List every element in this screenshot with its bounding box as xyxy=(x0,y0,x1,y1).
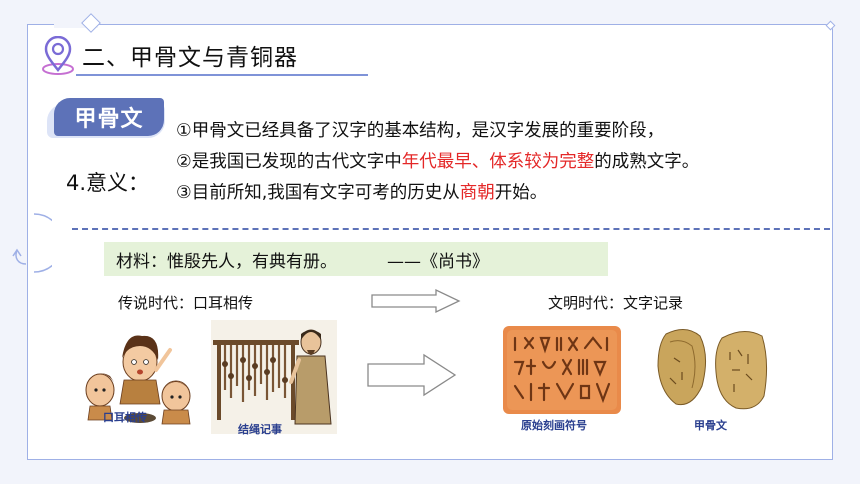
topic-badge: 甲骨文 xyxy=(54,98,164,136)
point-2-highlight: 年代最早、体系较为完整 xyxy=(401,152,595,172)
legend-era-label: 传说时代：口耳相传 xyxy=(118,294,254,312)
arrow-right-large-icon xyxy=(367,353,457,397)
caption-oral: 口耳相传 xyxy=(103,411,147,424)
point-2: ②是我国已发现的古代文字中年代最早、体系较为完整的成熟文字。 xyxy=(176,148,699,173)
civilized-era-label: 文明时代：文字记录 xyxy=(548,294,684,312)
material-text: 材料：惟殷先人，有典有册。 xyxy=(116,251,337,272)
material-source: ——《尚书》 xyxy=(387,251,489,272)
primitive-symbols-illustration xyxy=(503,326,621,414)
caption-symbols: 原始刻画符号 xyxy=(521,419,587,432)
point-2-text: ②是我国已发现的古代文字中 xyxy=(176,152,402,172)
frame-gap xyxy=(54,20,98,28)
point-3-highlight: 商朝 xyxy=(459,183,495,203)
caption-knots: 结绳记事 xyxy=(238,423,282,436)
caption-oracle: 甲骨文 xyxy=(694,419,727,432)
arrow-right-small-icon xyxy=(371,288,461,314)
oracle-bones-illustration xyxy=(652,322,776,416)
curl-ornament-icon xyxy=(12,213,52,273)
point-3-text-end: 开始。 xyxy=(494,183,548,203)
knot-records-illustration xyxy=(211,320,337,434)
point-3-text: ③目前所知,我国有文字可考的历史从 xyxy=(176,183,460,203)
dashed-divider xyxy=(72,228,830,230)
section-title: 二、甲骨文与青铜器 xyxy=(82,45,298,71)
point-2-text-end: 的成熟文字。 xyxy=(594,152,700,172)
meaning-label: 4.意义： xyxy=(66,171,150,195)
material-quote: 材料：惟殷先人，有典有册。 ——《尚书》 xyxy=(104,242,608,276)
point-1: ①甲骨文已经具备了汉字的基本结构，是汉字发展的重要阶段， xyxy=(176,121,665,141)
location-pin-icon xyxy=(42,36,74,75)
point-3: ③目前所知,我国有文字可考的历史从商朝开始。 xyxy=(176,179,547,204)
oral-tradition-illustration xyxy=(78,320,204,432)
title-underline xyxy=(76,74,368,76)
